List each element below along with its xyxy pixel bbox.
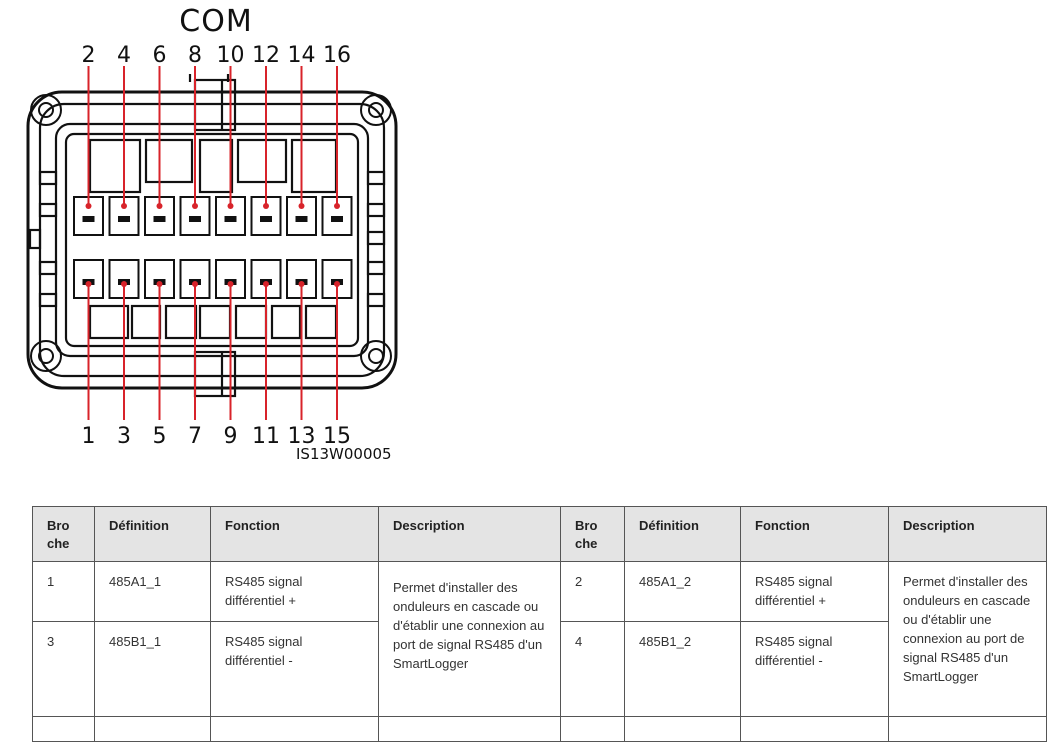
pointer-dot	[298, 203, 305, 209]
terminal-contact	[189, 216, 201, 222]
pin-value: 3	[33, 621, 94, 716]
pin-pointers	[85, 66, 340, 420]
definition-cell-right: 485A1_2 485B1_2	[624, 561, 741, 717]
pointer-dot	[334, 203, 340, 209]
pointer-dot	[156, 203, 163, 209]
description-right: Permet d'installer des onduleurs en casc…	[888, 561, 1047, 717]
pointer-dot	[85, 281, 92, 287]
function-value: RS485 signal différentiel +	[755, 574, 833, 608]
table-header-row: Bro che Définition Fonction Description …	[32, 506, 1047, 562]
function-value: RS485 signal différentiel -	[741, 621, 888, 716]
pointer-dot	[227, 281, 234, 287]
pin-number-bottom: 3	[117, 424, 131, 449]
pin-number-bottom: 5	[153, 424, 167, 449]
pin-number-bottom: 7	[188, 424, 202, 449]
terminal-cells	[73, 196, 353, 299]
function-cell-right: RS485 signal différentiel + RS485 signal…	[740, 561, 889, 717]
terminal-contact	[224, 216, 237, 222]
pointer-dot	[192, 203, 198, 209]
pin-cell-left: 1 3	[32, 561, 95, 717]
pointer-dot	[192, 281, 198, 287]
pin-number-top: 14	[288, 43, 316, 68]
header-definition-2: Définition	[624, 506, 741, 562]
pin-number-bottom: 1	[82, 424, 96, 449]
terminal-contact	[153, 216, 166, 222]
header-description: Description	[378, 506, 561, 562]
pin-number-bottom: 15	[323, 424, 351, 449]
pin-number-top: 4	[117, 43, 131, 68]
header-pin: Bro che	[32, 506, 95, 562]
definition-value: 485A1_2	[639, 574, 692, 589]
function-cell-left: RS485 signal différentiel + RS485 signal…	[210, 561, 379, 717]
pin-value: 2	[575, 574, 583, 589]
pin-number-top: 16	[323, 43, 351, 68]
pointer-dot	[121, 281, 127, 287]
pin-number-top: 6	[153, 43, 167, 68]
terminal-contact	[295, 216, 308, 222]
pin-number-top: 10	[217, 43, 245, 68]
pin-definition-table: Bro che Définition Fonction Description …	[32, 506, 1047, 742]
pointer-dot	[298, 281, 305, 287]
header-description-2: Description	[888, 506, 1047, 562]
pointer-dot	[334, 281, 340, 287]
table-row-partial	[32, 716, 1047, 742]
function-value: RS485 signal différentiel -	[211, 621, 378, 716]
definition-value: 485B1_1	[95, 621, 210, 716]
pin-number-bottom: 9	[224, 424, 238, 449]
pin-number-bottom: 11	[252, 424, 280, 449]
pointer-dot	[227, 203, 234, 209]
pin-number-bottom: 13	[288, 424, 316, 449]
pointer-dot	[156, 281, 163, 287]
pointer-dot	[85, 203, 92, 209]
header-definition: Définition	[94, 506, 211, 562]
definition-value: 485A1_1	[109, 574, 162, 589]
pin-number-top: 8	[188, 43, 202, 68]
table-row: 1 3 485A1_1 485B1_1 RS485 signal différe…	[32, 561, 1047, 717]
pin-number-top: 2	[82, 43, 96, 68]
definition-cell-left: 485A1_1 485B1_1	[94, 561, 211, 717]
header-pin-2: Bro che	[560, 506, 625, 562]
terminal-contact	[331, 216, 343, 222]
pin-value: 4	[561, 621, 624, 716]
terminal-contact	[118, 216, 130, 222]
header-function-2: Fonction	[740, 506, 889, 562]
connector-title: COM	[179, 4, 252, 39]
function-value: RS485 signal différentiel +	[225, 574, 303, 608]
terminal-contact	[260, 216, 272, 222]
corner-screws	[30, 94, 392, 372]
com-connector-diagram: COM	[26, 4, 398, 463]
description-left: Permet d'installer des onduleurs en casc…	[378, 561, 561, 717]
pointer-dot	[121, 203, 127, 209]
pin-value: 1	[47, 574, 55, 589]
header-function: Fonction	[210, 506, 379, 562]
pointer-dot	[263, 203, 269, 209]
drawing-code: IS13W00005	[296, 445, 392, 463]
terminal-contact	[82, 216, 95, 222]
pointer-dot	[263, 281, 269, 287]
pin-cell-right: 2 4	[560, 561, 625, 717]
definition-value: 485B1_2	[625, 621, 740, 716]
pin-number-top: 12	[252, 43, 280, 68]
